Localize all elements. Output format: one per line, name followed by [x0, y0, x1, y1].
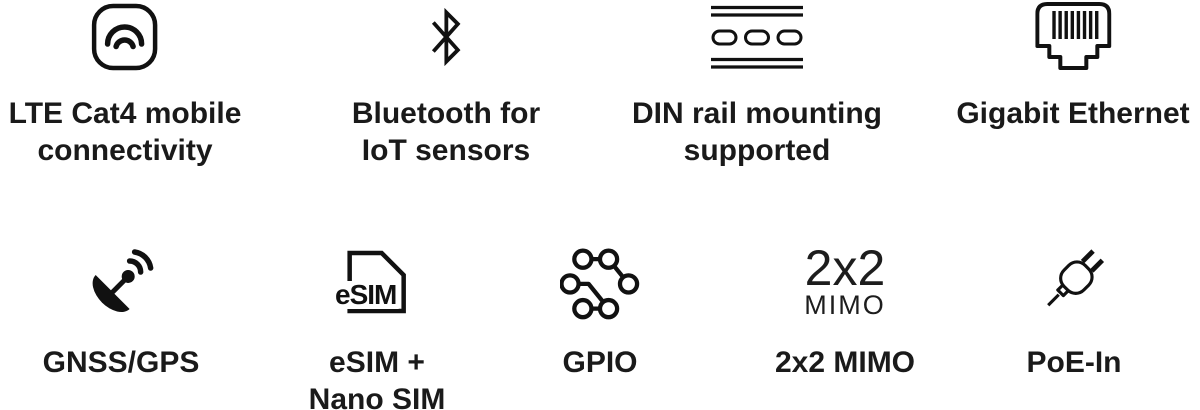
feature-gpio: GPIO — [560, 240, 640, 381]
label-din-rail: DIN rail mounting supported — [632, 95, 882, 169]
feature-esim-nanosim: eSIM eSIM + Nano SIM — [309, 240, 446, 410]
label-poe-in: PoE-In — [1027, 344, 1122, 381]
label-line: connectivity — [37, 134, 213, 167]
label-gpio: GPIO — [562, 344, 637, 381]
label-line: DIN rail mounting — [632, 97, 882, 130]
bluetooth-icon — [429, 0, 463, 74]
mobile-signal-icon — [92, 0, 158, 74]
label-line: supported — [683, 134, 831, 167]
mimo-badge-small-text: MIMO — [804, 290, 886, 320]
gpio-nodes-icon — [560, 240, 640, 324]
mimo-badge-large-text: 2x2 — [804, 240, 886, 296]
feature-poe-in: PoE-In — [1027, 240, 1122, 381]
din-rail-icon — [711, 0, 803, 74]
label-line: 2x2 MIMO — [774, 346, 916, 379]
label-gnss-gps: GNSS/GPS — [43, 344, 200, 381]
label-line: Nano SIM — [308, 383, 446, 410]
feature-gnss-gps: GNSS/GPS — [43, 240, 200, 381]
feature-lte-cat4: LTE Cat4 mobile connectivity — [9, 0, 242, 169]
ethernet-port-icon — [1034, 0, 1111, 74]
esim-icon-text: eSIM — [332, 279, 399, 310]
label-line: Gigabit Ethernet — [956, 97, 1190, 130]
label-esim-nanosim: eSIM + Nano SIM — [309, 344, 446, 410]
label-line: IoT sensors — [361, 134, 531, 167]
feature-gigabit-ethernet: Gigabit Ethernet — [956, 0, 1190, 132]
sim-card-icon: eSIM — [332, 240, 407, 324]
power-plug-icon — [1031, 240, 1117, 324]
label-line: GNSS/GPS — [42, 346, 200, 379]
label-gigabit-ethernet: Gigabit Ethernet — [956, 95, 1189, 132]
satellite-dish-icon — [87, 240, 155, 324]
label-line: Bluetooth for — [351, 97, 541, 130]
label-bluetooth: Bluetooth for IoT sensors — [352, 95, 540, 169]
label-lte-cat4: LTE Cat4 mobile connectivity — [9, 95, 242, 169]
label-2x2-mimo: 2x2 MIMO — [775, 344, 915, 381]
label-line: LTE Cat4 mobile — [8, 97, 242, 130]
feature-bluetooth: Bluetooth for IoT sensors — [352, 0, 540, 169]
label-line: GPIO — [562, 346, 638, 379]
mimo-badge: 2x2 MIMO — [804, 240, 886, 324]
label-line: eSIM + — [329, 346, 425, 379]
label-line: PoE-In — [1026, 346, 1122, 379]
feature-din-rail: DIN rail mounting supported — [632, 0, 882, 169]
feature-2x2-mimo: 2x2 MIMO 2x2 MIMO — [775, 240, 915, 381]
